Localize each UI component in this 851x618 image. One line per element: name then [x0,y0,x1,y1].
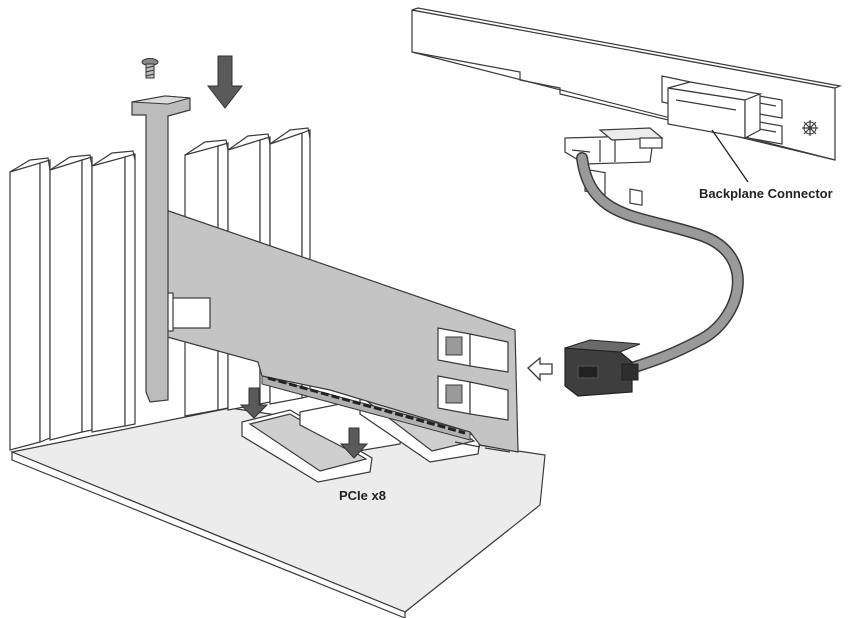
expansion-card [159,207,519,453]
down-arrow-icon [239,387,269,419]
motherboard [9,407,546,618]
cable-plug-card-end [564,339,641,397]
down-arrow-icon [206,55,244,109]
cable [576,152,744,374]
pcie-slot-label: PCIe x8 [339,488,386,503]
backplane-board [411,7,843,206]
backplane-connector-housing [667,81,763,139]
down-arrow-icon [339,427,369,459]
callout-leader-line [711,129,749,183]
insert-arrow-icon [527,356,553,382]
backplane-connector-label: Backplane Connector [699,186,833,201]
screw-icon [141,58,159,79]
card-bracket [131,95,191,403]
